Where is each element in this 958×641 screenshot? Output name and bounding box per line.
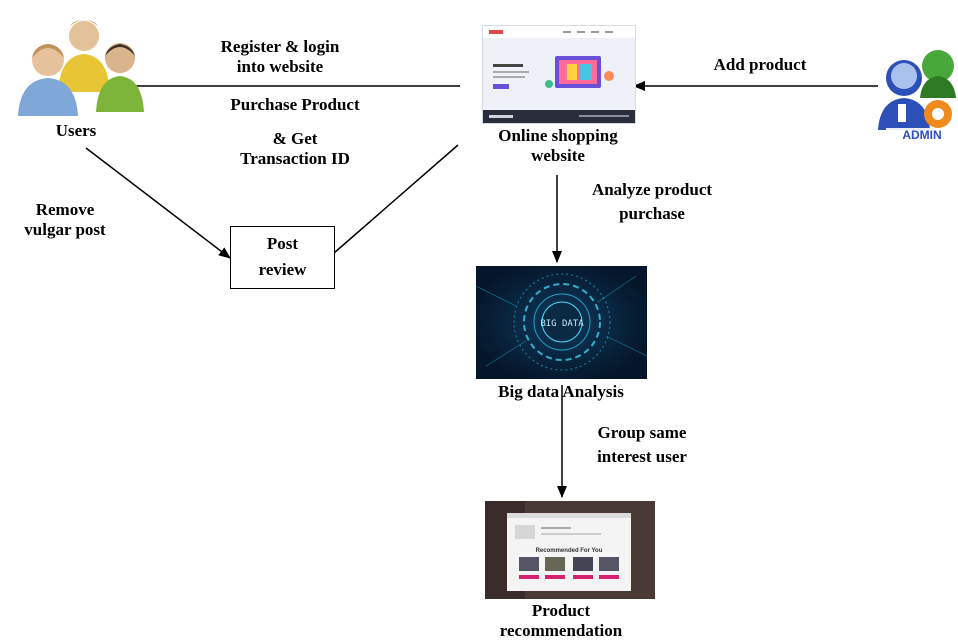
- remove-vulgar-label: Remove vulgar post: [0, 200, 130, 240]
- register-login-label: Register & login into website: [180, 37, 380, 77]
- review-to-website-connector: [333, 144, 459, 254]
- recommendation-label-line1: Product: [531, 601, 591, 620]
- post-review-label: Post review: [231, 234, 334, 280]
- recommendation-image-text: Recommended For You: [536, 548, 603, 554]
- big-data-image-text: BIG DATA: [540, 319, 584, 329]
- recommendation-label-line2: recommendation: [499, 621, 623, 640]
- analyze-product-line1: Analyze product: [591, 180, 713, 199]
- group-same-line1: Group same: [597, 423, 687, 442]
- website-screenshot: [482, 25, 636, 124]
- analyze-product-label: Analyze product purchase: [562, 180, 742, 224]
- post-review-line1: Post: [266, 234, 299, 253]
- purchase-product-label: Purchase Product & Get Transaction ID: [190, 95, 400, 169]
- recommendation-image: Recommended For You: [485, 501, 655, 599]
- recommendation-label: Product recommendation: [466, 601, 656, 641]
- analyze-product-line2: purchase: [619, 204, 685, 223]
- purchase-product-line2: & Get: [272, 129, 318, 148]
- add-product-label: Add product: [713, 55, 807, 74]
- purchase-product-line3: Transaction ID: [240, 149, 350, 168]
- big-data-image: BIG DATA: [476, 266, 647, 379]
- register-login-line2: into website: [236, 57, 324, 76]
- register-login-line1: Register & login: [220, 37, 340, 56]
- users-icon: [14, 12, 144, 120]
- group-same-interest-label: Group same interest user: [572, 423, 712, 467]
- post-review-line2: review: [258, 260, 307, 279]
- group-same-line2: interest user: [597, 447, 687, 466]
- users-to-review-arrow: [85, 147, 231, 259]
- website-label-line2: website: [531, 146, 585, 165]
- website-label-line1: Online shopping: [498, 126, 618, 145]
- remove-vulgar-line2: vulgar post: [24, 220, 106, 239]
- users-label: Users: [55, 121, 97, 140]
- remove-vulgar-line1: Remove: [35, 200, 95, 219]
- purchase-product-line1: Purchase Product: [230, 95, 360, 114]
- admin-icon: ADMIN: [876, 46, 958, 144]
- big-data-label: Big data Analysis: [498, 382, 624, 401]
- website-label: Online shopping website: [470, 126, 646, 166]
- post-review-box: Post review: [230, 226, 335, 289]
- admin-badge: ADMIN: [902, 128, 941, 142]
